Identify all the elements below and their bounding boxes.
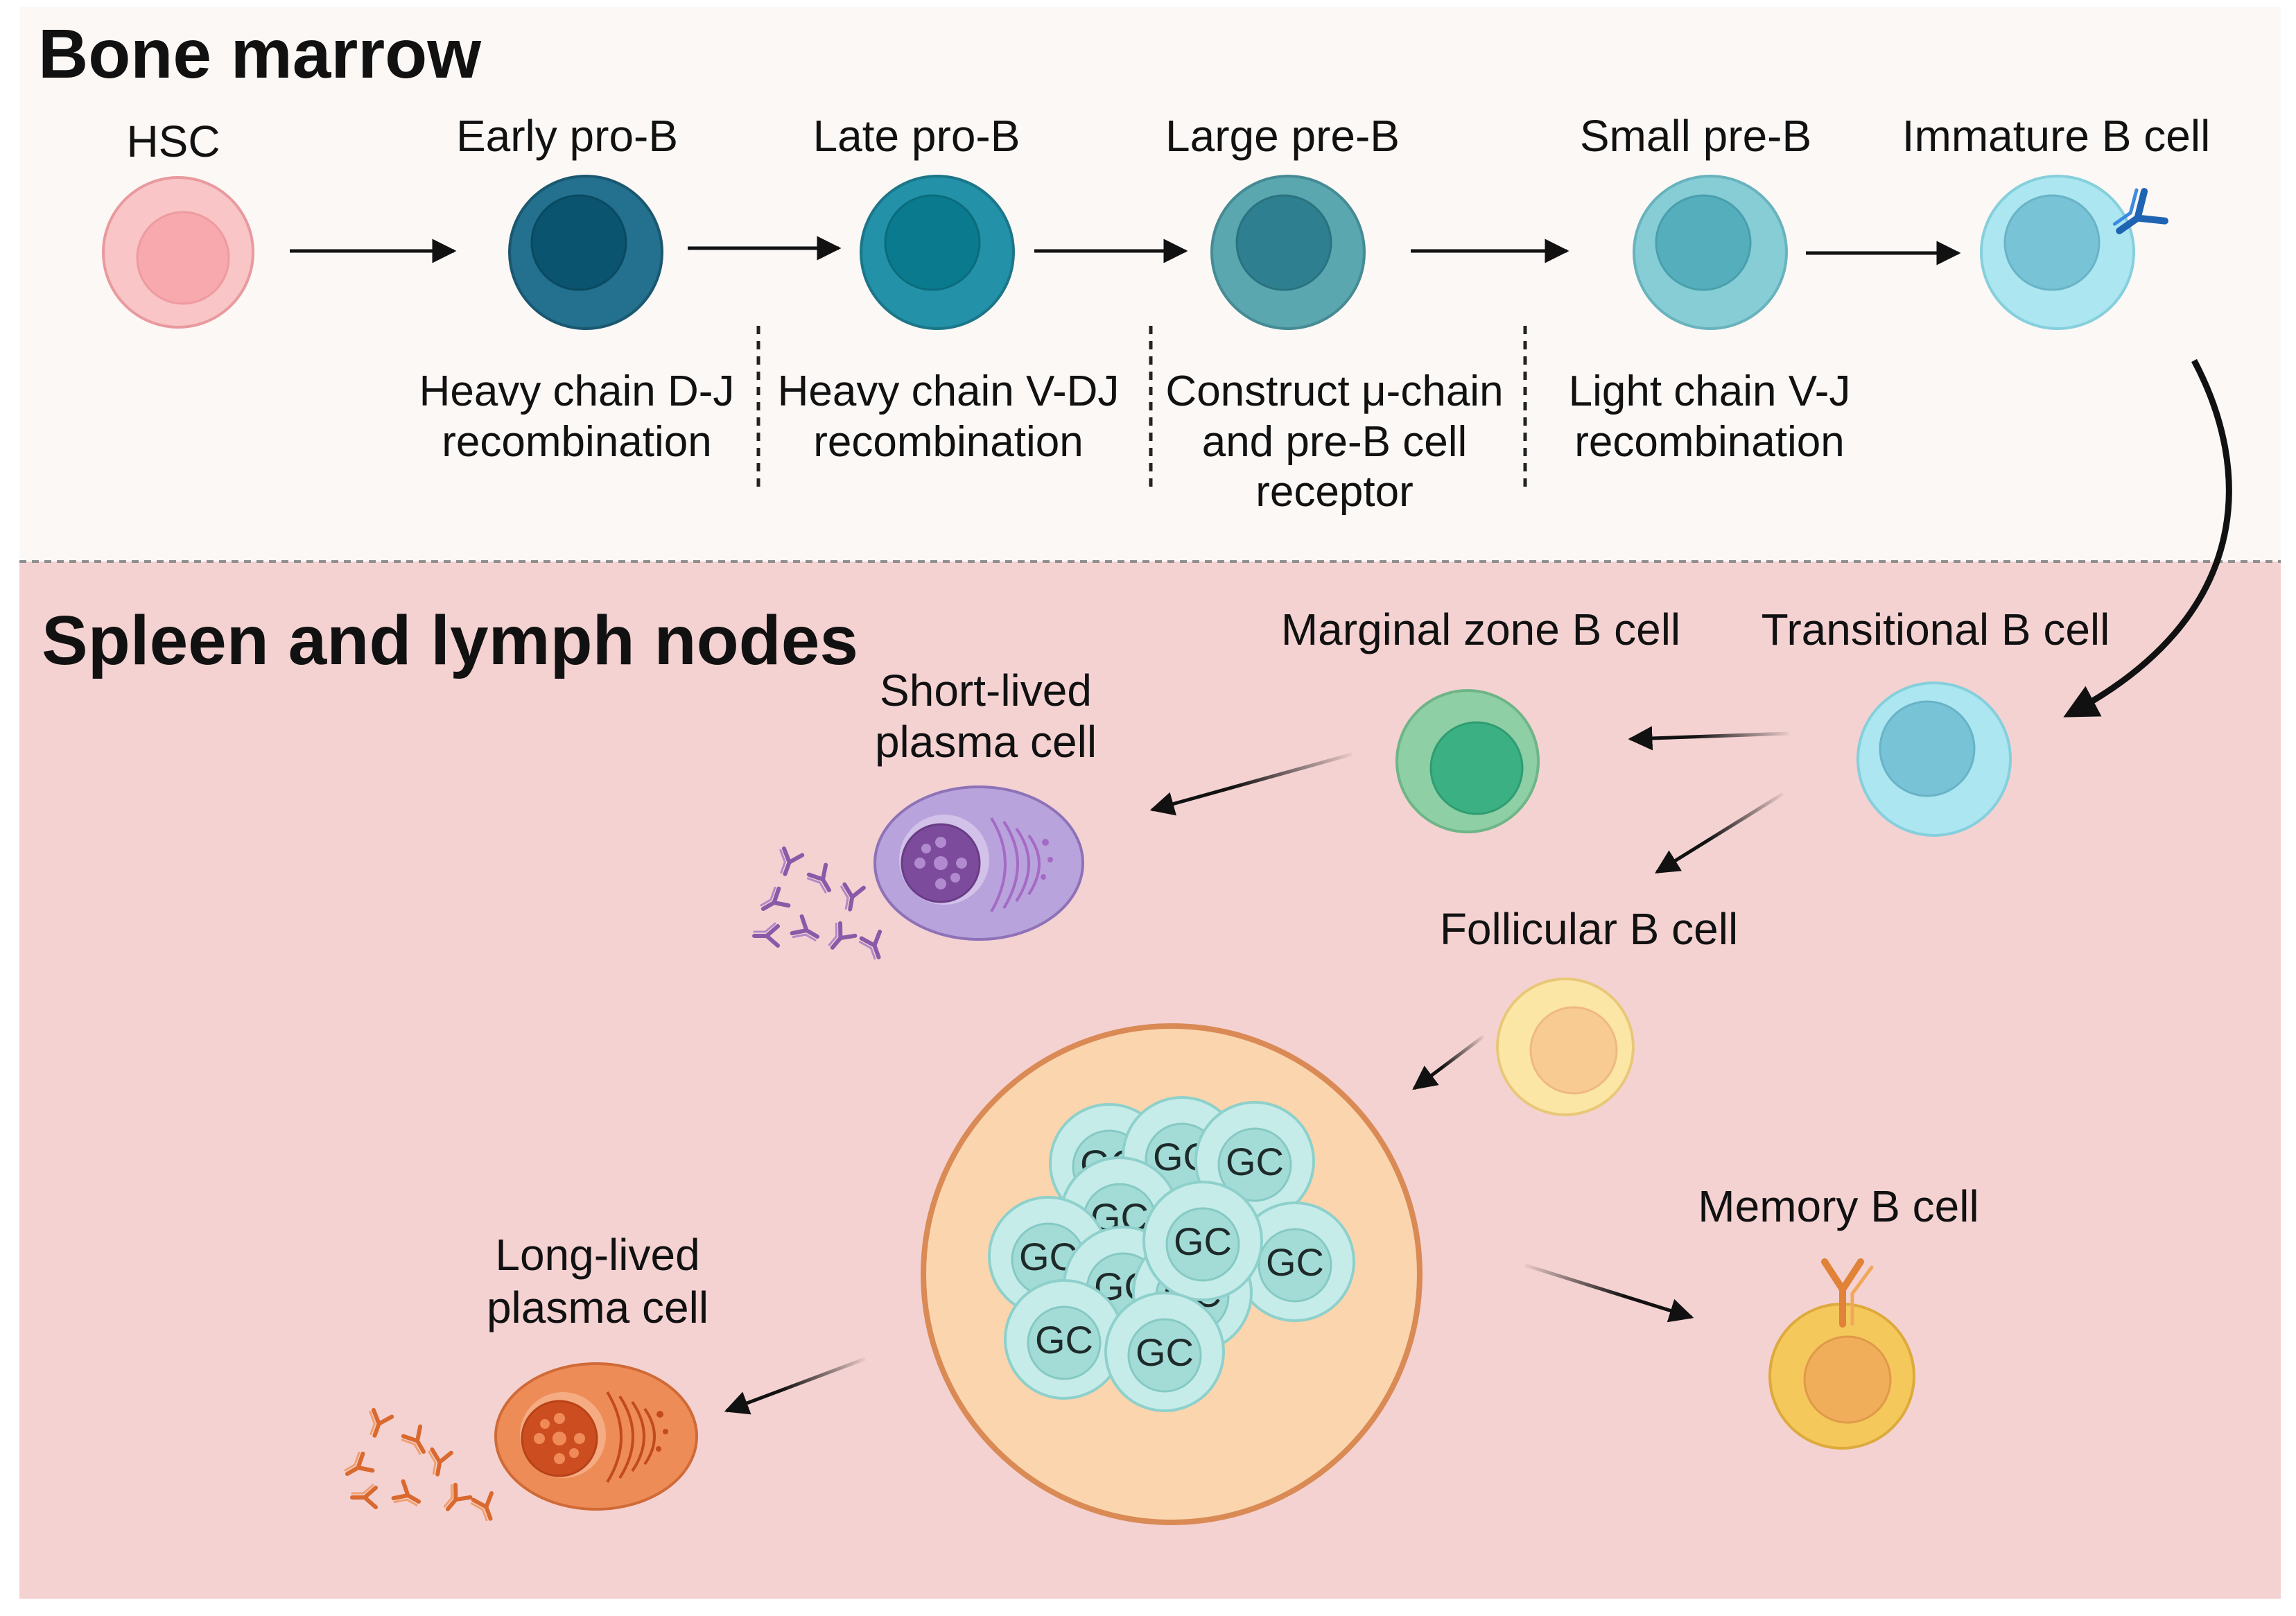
immature-b-label: Immature B cell: [1902, 111, 2211, 161]
gc-label: GC: [1136, 1330, 1194, 1374]
short-lived-plasma-cell: [873, 785, 1084, 941]
short-lived-label-2: plasma cell: [875, 717, 1097, 767]
transitional-b-cell: [1856, 681, 2012, 837]
long-lived-label-1: Long-lived: [495, 1230, 699, 1280]
long-lived-label-2: plasma cell: [487, 1283, 708, 1332]
gc-cell: GC: [1104, 1292, 1225, 1412]
gc-label: GC: [1226, 1140, 1284, 1183]
follicular-b-cell: [1496, 978, 1635, 1116]
marginal-zone-b-label: Marginal zone B cell: [1281, 605, 1680, 654]
late-pro-b-label: Late pro-B: [813, 111, 1020, 161]
gc-label: GC: [1266, 1240, 1324, 1284]
bone-marrow-arrows: [290, 236, 1961, 266]
large-pre-b-label: Large pre-B: [1165, 111, 1400, 161]
bone-marrow-title: Bone marrow: [38, 15, 481, 93]
small-pre-b-label: Small pre-B: [1580, 111, 1811, 161]
step2-line1: Heavy chain V-DJ: [778, 367, 1120, 415]
follicular-b-label: Follicular B cell: [1440, 904, 1738, 954]
step2-line2: recombination: [813, 418, 1083, 466]
step4-line1: Light chain V-J: [1569, 367, 1851, 415]
memory-b-label: Memory B cell: [1698, 1181, 1978, 1231]
step1-line2: recombination: [442, 418, 711, 466]
large-pre-b-cell: [1210, 175, 1366, 330]
early-pro-b-cell: [508, 175, 663, 330]
gc-cell: GC: [1142, 1181, 1263, 1301]
small-pre-b-cell: [1633, 175, 1788, 330]
late-pro-b-cell: [860, 175, 1015, 330]
transitional-b-label: Transitional B cell: [1762, 605, 2110, 654]
spleen-arrows: [724, 726, 1789, 1415]
early-pro-b-label: Early pro-B: [456, 111, 678, 161]
hsc-label: HSC: [126, 116, 220, 166]
gc-cell: GC: [1235, 1201, 1355, 1322]
step3-line1: Construct μ-chain: [1165, 367, 1503, 415]
step3-line2: and pre-B cell: [1202, 418, 1468, 466]
gc-label: GC: [1174, 1219, 1232, 1263]
spleen-title: Spleen and lymph nodes: [42, 602, 858, 679]
gc-cells: GCGCGCGCGCGCGCGCGCGCGC: [988, 1096, 1355, 1412]
step1-line1: Heavy chain D-J: [419, 367, 735, 415]
gc-label: GC: [1035, 1318, 1093, 1362]
step4-line2: recombination: [1574, 418, 1844, 466]
short-lived-label-1: Short-lived: [880, 666, 1092, 715]
immature-b-cell: [1980, 175, 2165, 330]
memory-b-cell: [1768, 1258, 1915, 1450]
marginal-zone-b-cell: [1395, 689, 1540, 833]
long-lived-plasma-cell: [494, 1362, 698, 1511]
gc-cell: GC: [1004, 1279, 1124, 1400]
curved-arrow: [2063, 358, 2232, 718]
hsc-cell: [102, 176, 254, 329]
step3-line3: receptor: [1255, 468, 1413, 516]
step-separators: [756, 326, 1527, 492]
